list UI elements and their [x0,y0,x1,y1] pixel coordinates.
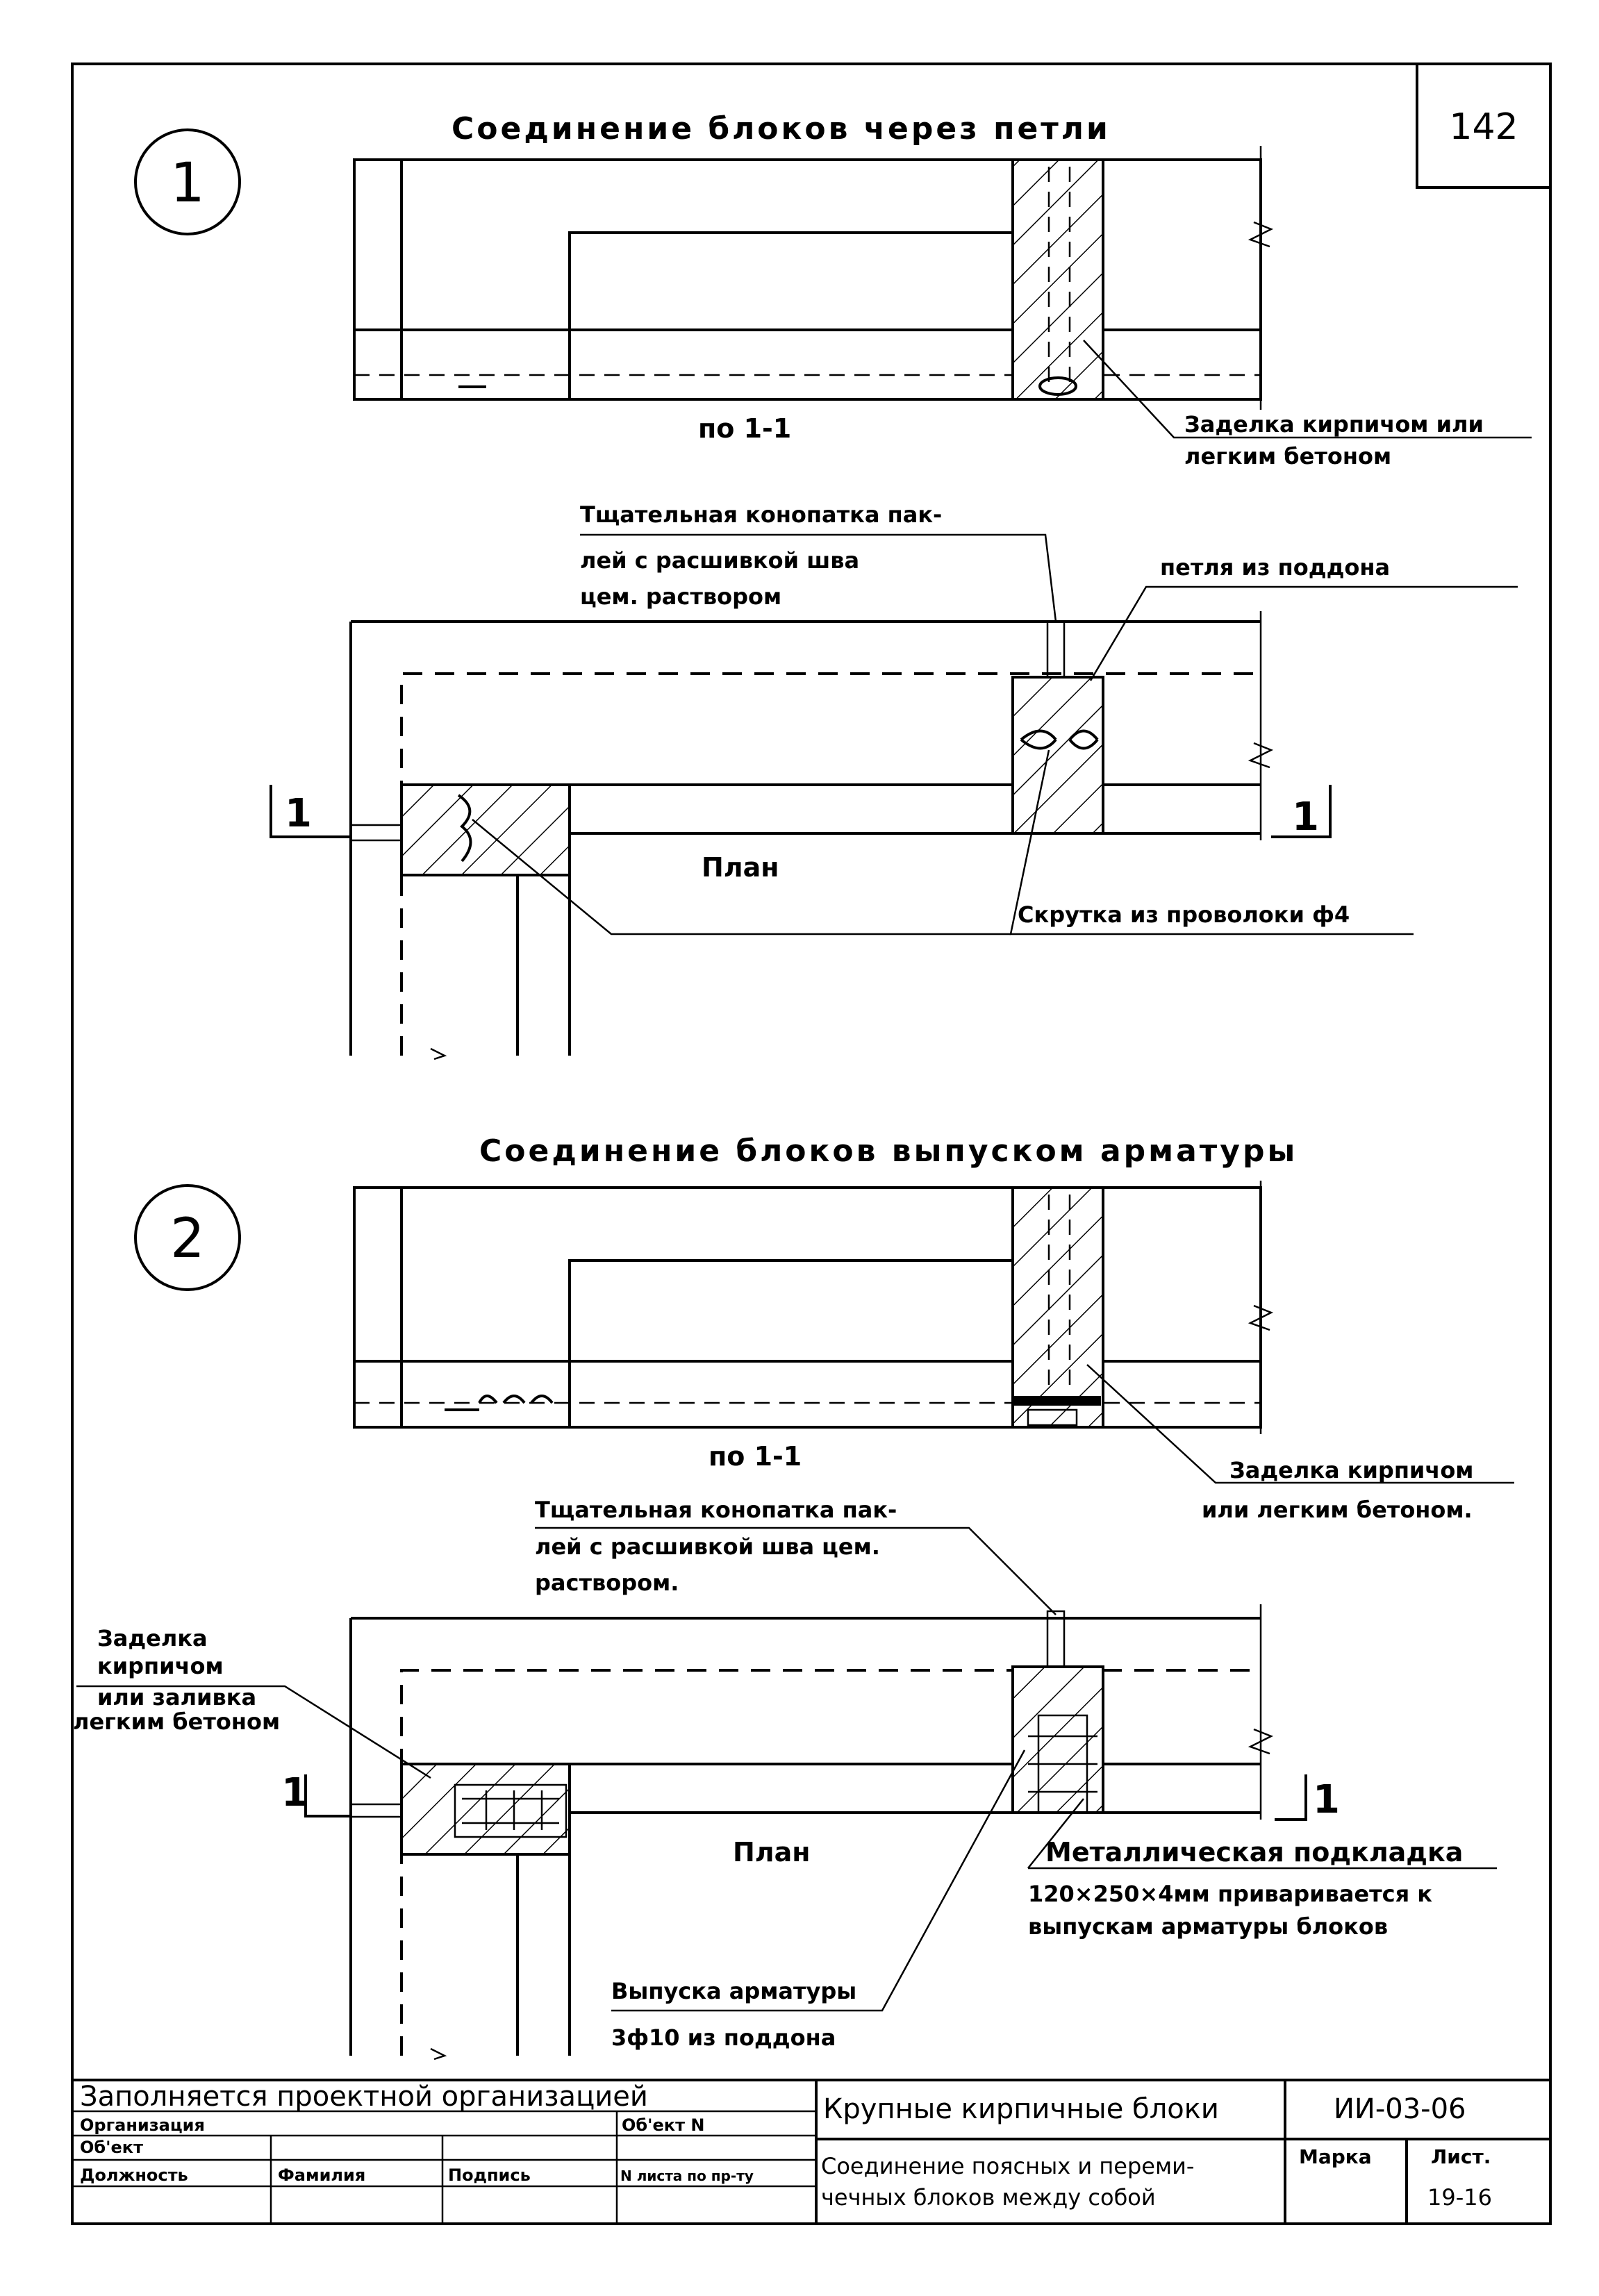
detail-2-plan-label: План [733,1837,811,1867]
tb-object-no: Об'ект N [622,2115,704,2135]
detail-1-plan-right-joint [1011,676,1104,835]
detail-2-note-left-1: Заделка [97,1625,208,1652]
detail-1-section: по 1-1 Заделка кирпичом или легким бетон… [353,146,1532,469]
detail-2: 2 Соединение блоков выпуском арматуры по… [73,1133,1514,2061]
tb-col-sheet-no: N листа по пр-ту [620,2168,754,2184]
detail-2-note-plate-1: 120×250×4мм приваривается к [1028,1881,1432,1907]
detail-2-note-left-3: или заливка [97,1684,256,1711]
detail-2-plan: 1 1 План Тщательная конопатка пак- лей с… [73,1497,1497,2061]
detail-2-circle [134,1184,241,1291]
detail-2-note-fill-2: или легким бетоном. [1202,1497,1473,1523]
detail-1-note-twist: Скрутка из проволоки ф4 [1018,901,1350,928]
detail-1-note-loop: петля из поддона [1160,554,1390,581]
detail-2-note-caulk-3: раствором. [535,1570,679,1596]
detail-1-cut-left: 1 [285,791,312,836]
tb-mark-label: Марка [1299,2145,1372,2168]
detail-2-section-joint [1011,1186,1104,1429]
detail-1-plan-label: План [702,852,779,883]
sheet-number-box: 142 [1416,64,1550,189]
detail-1-circle [134,128,241,235]
detail-2-section: по 1-1 Заделка кирпичом или легким бетон… [353,1181,1514,1523]
detail-2-number: 2 [170,1208,205,1270]
detail-2-note-plate-title: Металлическая подкладка [1045,1837,1463,1867]
tb-organization: Организация [80,2115,205,2135]
detail-1-section-label: по 1-1 [698,413,791,444]
sheet-number: 142 [1449,106,1518,148]
detail-2-note-bars-2: 3ф10 из поддона [611,2024,836,2051]
detail-2-plan-right-joint [1011,1665,1104,1814]
detail-2-note-left-2: кирпичом [97,1653,224,1679]
tb-series-name: Крупные кирпичные блоки [823,2093,1219,2125]
tb-drawing-title-1: Соединение поясных и переми- [821,2153,1194,2179]
detail-1-title: Соединение блоков через петли [451,111,1111,147]
detail-1-note-fill-1: Заделка кирпичом или [1184,411,1484,438]
detail-1: 1 Соединение блоков через петли по 1-1 З… [134,111,1532,1060]
detail-1-plan: 1 1 План Тщательная конопатка пак- лей с… [270,501,1518,1060]
detail-1-note-fill-2: легким бетоном [1184,443,1391,469]
detail-2-note-fill-1: Заделка кирпичом [1229,1457,1473,1483]
tb-col-signature: Подпись [448,2165,531,2185]
tb-sheet-label: Лист. [1431,2145,1491,2168]
title-block: Заполняется проектной организацией Орган… [72,2079,1550,2224]
tb-sheet-value: 19-16 [1427,2184,1492,2211]
detail-2-section-label: по 1-1 [709,1441,802,1472]
detail-1-note-caulk-3: цем. раствором [580,583,781,610]
detail-2-note-caulk-1: Тщательная конопатка пак- [535,1497,897,1523]
detail-2-cut-left: 1 [281,1770,308,1815]
tb-series-code: ИИ-03-06 [1334,2093,1466,2125]
detail-1-note-caulk-2: лей с расшивкой шва [580,547,859,574]
detail-2-note-left-4: легким бетоном [73,1708,280,1735]
tb-filled-by: Заполняется проектной организацией [80,2081,648,2113]
tb-object: Об'ект [80,2138,143,2157]
detail-2-cut-right: 1 [1313,1777,1340,1822]
detail-1-note-caulk-1: Тщательная конопатка пак- [580,501,942,528]
tb-col-surname: Фамилия [278,2165,365,2185]
detail-1-number: 1 [170,152,205,215]
detail-2-note-caulk-2: лей с расшивкой шва цем. [535,1533,880,1560]
detail-2-title: Соединение блоков выпуском арматуры [479,1133,1298,1169]
detail-2-note-plate-2: выпускам арматуры блоков [1028,1913,1388,1940]
tb-drawing-title-2: чечных блоков между собой [821,2184,1156,2211]
sheet-frame [71,63,1552,2225]
detail-1-section-joint [1011,158,1104,401]
detail-2-note-bars-1: Выпуска арматуры [611,1978,856,2004]
tb-col-position: Должность [80,2165,188,2185]
detail-1-cut-right: 1 [1292,795,1319,840]
